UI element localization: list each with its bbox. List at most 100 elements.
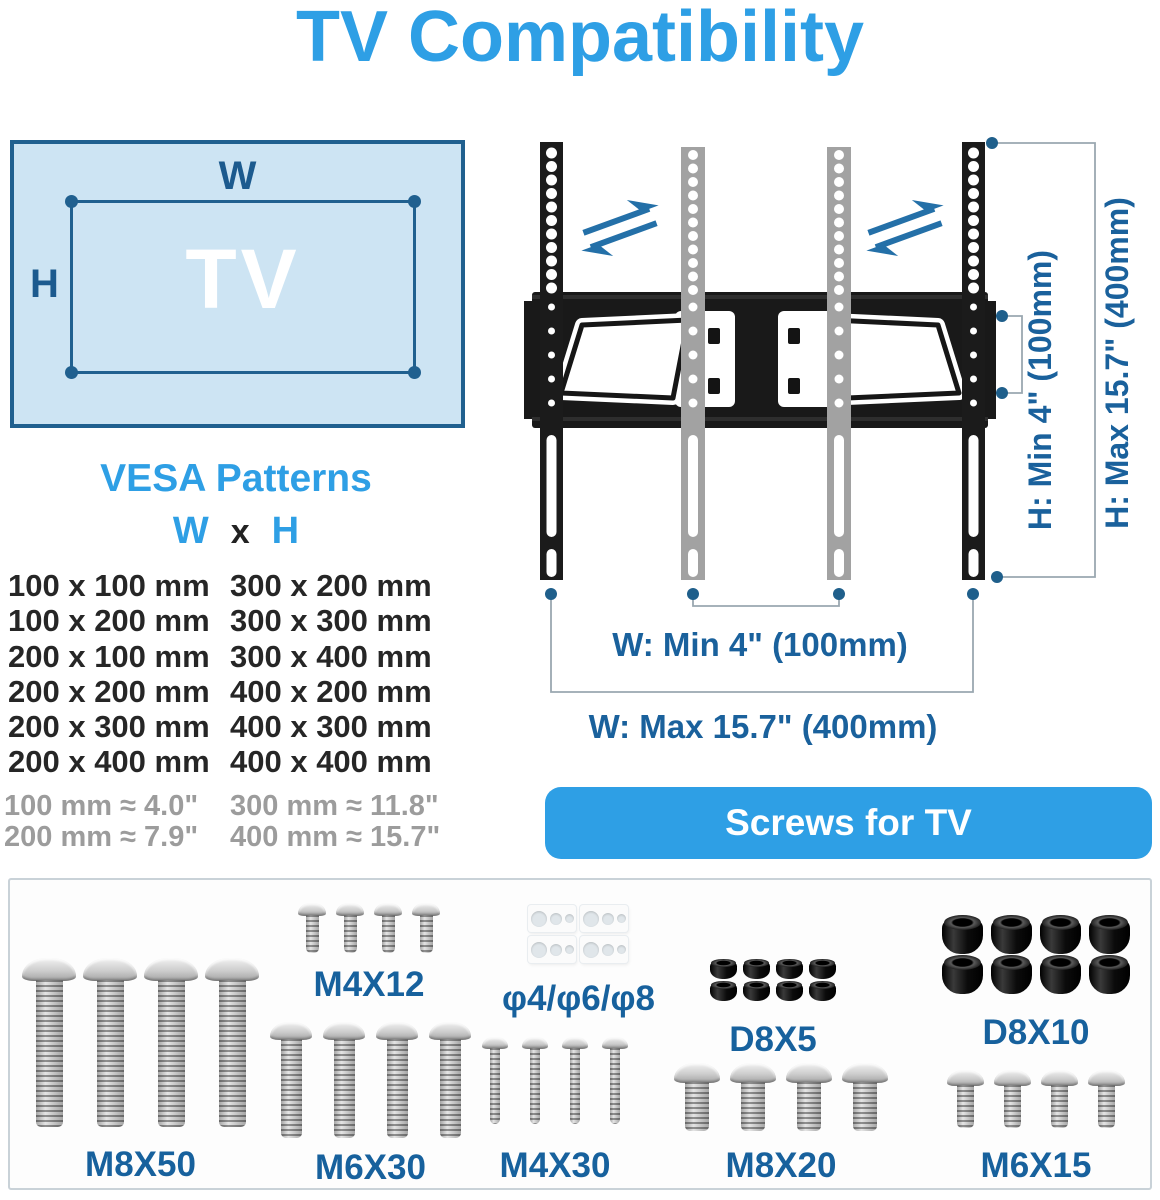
screw-head [83, 958, 137, 981]
screw-icon [83, 958, 137, 1127]
spacer-cylinder-icon [1089, 954, 1130, 994]
corner-dot-icon [408, 195, 421, 208]
vesa-patterns-title: VESA Patterns [100, 457, 372, 500]
screw-icon [1088, 1070, 1125, 1128]
tv-height-label: H [30, 262, 59, 306]
corner-dot-icon [65, 195, 78, 208]
washer-plate-icon [528, 905, 577, 932]
screw-shaft [305, 915, 319, 953]
tv-width-label: W [218, 154, 257, 198]
rail-clip-icon [708, 328, 800, 394]
plate-hole [564, 914, 574, 923]
screw-row [298, 903, 440, 953]
hardware-label-m8x20: M8X20 [725, 1146, 837, 1185]
spacer-row [710, 959, 836, 979]
corner-dot-icon [408, 366, 421, 379]
screw-shaft [218, 980, 246, 1127]
screw-shaft [280, 1039, 302, 1138]
screw-head [22, 958, 76, 981]
screw-head [298, 903, 326, 916]
vesa-conversion-list: 100 mm ≈ 4.0"200 mm ≈ 7.9"300 mm ≈ 11.8"… [4, 791, 440, 853]
screw-icon [336, 903, 364, 953]
screw-shaft [1051, 1085, 1068, 1128]
screw-shaft [490, 1048, 500, 1124]
spacer-row [710, 981, 836, 1001]
vesa-size-item: 300 x 400 mm [230, 638, 432, 674]
screw-head [947, 1070, 984, 1086]
spacer-row [942, 954, 1130, 994]
hardware-group-m4x12: M4X12 [298, 903, 440, 1005]
height-min-label: H: Min 4" (100mm) [1022, 250, 1058, 530]
screw-head [270, 1022, 312, 1040]
screw-shaft [610, 1048, 620, 1124]
screw-icon [522, 1037, 548, 1124]
plate-hole [583, 941, 600, 958]
screw-icon [674, 1063, 720, 1131]
screw-head [842, 1063, 888, 1083]
screw-head [730, 1063, 776, 1083]
plate-hole [601, 943, 614, 956]
spacer-cylinder-icon [809, 981, 836, 1001]
screw-icon [786, 1063, 832, 1131]
hardware-label-m4x12: M4X12 [313, 965, 425, 1004]
screw-icon [144, 958, 198, 1127]
hardware-group-m6x30: M6X30 [270, 1022, 471, 1188]
mount-plate [524, 292, 996, 428]
screw-head [522, 1037, 548, 1049]
screw-row [482, 1037, 628, 1124]
tv-screen-label: TV [185, 232, 301, 326]
plate-hole [549, 912, 562, 925]
screw-head [482, 1037, 508, 1049]
spacer-cylinder-icon [743, 981, 770, 1001]
hardware-group-d8x5: D8X5 [710, 959, 836, 1060]
screw-head [376, 1022, 418, 1040]
screw-row [947, 1070, 1125, 1128]
screw-icon [298, 903, 326, 953]
vesa-header-x: x [230, 513, 250, 551]
screw-row [270, 1022, 471, 1138]
screw-icon [562, 1037, 588, 1124]
vesa-size-item: 300 x 200 mm [230, 568, 432, 603]
screw-icon [374, 903, 402, 953]
vesa-size-item: 300 x 300 mm [230, 603, 432, 639]
hardware-label-m8x50: M8X50 [85, 1145, 196, 1184]
vesa-rail-black-icon [540, 142, 985, 580]
washer-plate-icon [580, 905, 629, 932]
screw-icon [376, 1022, 418, 1138]
hardware-label-d8x5: D8X5 [729, 1020, 817, 1059]
hardware-group-phi-spacers: φ4/φ6/φ8 [502, 905, 655, 1019]
spacer-cylinder-icon [991, 954, 1032, 994]
screw-icon [730, 1063, 776, 1131]
corner-dot-icon [65, 366, 78, 379]
washer-plate-icon [528, 936, 577, 963]
plate-hole [583, 910, 600, 927]
screw-icon [270, 1022, 312, 1138]
hardware-group-m6x15: M6X15 [947, 1070, 1125, 1186]
screw-shaft [1098, 1085, 1115, 1128]
height-max-label: H: Max 15.7" (400mm) [1099, 197, 1135, 529]
hardware-group-m8x20: M8X20 [674, 1063, 888, 1186]
screw-icon [1041, 1070, 1078, 1128]
plate-hole [601, 912, 614, 925]
screw-shaft [386, 1039, 408, 1138]
screw-row [674, 1063, 888, 1131]
screws-for-tv-button[interactable]: Screws for TV [545, 787, 1152, 859]
hardware-label-m6x30: M6X30 [315, 1148, 426, 1187]
screw-icon [842, 1063, 888, 1131]
tv-screen-outline: TV [65, 195, 421, 379]
screw-icon [994, 1070, 1031, 1128]
tv-size-diagram: W H TV [10, 140, 465, 428]
vesa-rail-gray-icon [681, 147, 851, 580]
screw-head [429, 1022, 471, 1040]
spacer-cylinder-icon [1040, 954, 1081, 994]
screw-head [786, 1063, 832, 1083]
hardware-label-m6x15: M6X15 [980, 1146, 1092, 1185]
mount-bracket-diagram: W: Min 4" (100mm) W: Max 15.7" (400mm) H… [524, 137, 1135, 745]
screw-head [323, 1022, 365, 1040]
hardware-group-d8x10: D8X10 [942, 914, 1130, 1053]
vesa-size-item: 200 x 300 mm [8, 709, 210, 745]
spacer-cylinder-icon [776, 981, 803, 1001]
vesa-size-item: 100 x 200 mm [8, 603, 210, 639]
